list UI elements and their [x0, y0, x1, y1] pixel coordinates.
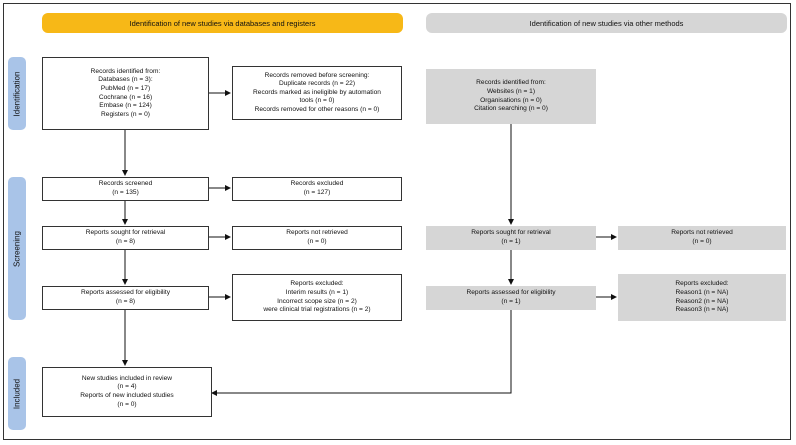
other-assessed-line: Reports assessed for eligibility: [466, 289, 556, 297]
other-reports-not-retrieved-box: Reports not retrieved (n = 0): [618, 226, 786, 250]
other-identified-line: Websites (n = 1): [486, 87, 536, 95]
removed-line: Duplicate records (n = 22): [278, 80, 356, 88]
records-removed-box: Records removed before screening: Duplic…: [232, 66, 402, 120]
removed-line: Records removed for other reasons (n = 0…: [254, 105, 380, 113]
other-records-identified-box: Records identified from: Websites (n = 1…: [426, 69, 596, 124]
other-reports-excluded-line: Reports excluded:: [675, 280, 729, 288]
other-assessed-line: (n = 1): [501, 298, 521, 305]
removed-line: Records marked as ineligible by automati…: [253, 88, 381, 96]
db-not-retrieved-line: (n = 0): [307, 238, 327, 245]
studies-included-box: New studies included in review (n = 4) R…: [42, 367, 212, 417]
db-identified-line: Cochrane (n = 16): [98, 93, 153, 101]
db-reports-assessed-box: Reports assessed for eligibility (n = 8): [42, 286, 209, 310]
db-identified-line: Records identified from:: [90, 67, 161, 75]
records-excluded-box: Records excluded (n = 127): [232, 177, 402, 201]
other-reports-assessed-box: Reports assessed for eligibility (n = 1): [426, 286, 596, 310]
other-sought-line: (n = 1): [501, 238, 521, 245]
db-assessed-line: (n = 8): [115, 298, 136, 305]
header-other-methods: Identification of new studies via other …: [426, 13, 787, 33]
db-reports-sought-box: Reports sought for retrieval (n = 8): [42, 226, 209, 250]
other-identified-line: Citation searching (n = 0): [474, 105, 548, 113]
db-identified-line: Databases (n = 3):: [98, 76, 153, 84]
db-identified-line: PubMed (n = 17): [100, 84, 151, 92]
other-identified-line: Records identified from:: [476, 79, 546, 87]
excluded-line: Records excluded: [290, 180, 344, 188]
header-databases: Identification of new studies via databa…: [42, 13, 403, 33]
diagram-frame: [3, 3, 791, 440]
other-not-retrieved-line: Reports not retrieved: [671, 229, 733, 237]
other-reports-excluded-line: Reason2 (n = NA): [675, 297, 729, 305]
included-line: (n = 4): [117, 383, 137, 391]
removed-line: tools (n = 0): [299, 97, 335, 105]
db-identified-line: Embase (n = 124): [99, 102, 152, 110]
phase-identification: Identification: [8, 57, 26, 130]
screened-line: Records screened: [98, 180, 153, 188]
included-line: (n = 0): [117, 400, 137, 408]
removed-line: Records removed before screening:: [264, 71, 370, 79]
db-assessed-line: Reports assessed for eligibility: [80, 289, 171, 297]
db-identified-line: Registers (n = 0): [101, 110, 150, 118]
db-reports-excluded-line: were clinical trial registrations (n = 2…: [263, 306, 371, 314]
db-records-identified-box: Records identified from: Databases (n = …: [42, 57, 209, 130]
records-screened-box: Records screened (n = 135): [42, 177, 209, 201]
db-sought-line: Reports sought for retrieval: [85, 229, 166, 237]
other-not-retrieved-line: (n = 0): [692, 238, 712, 245]
phase-screening: Screening: [8, 177, 26, 320]
db-reports-not-retrieved-box: Reports not retrieved (n = 0): [232, 226, 402, 250]
phase-included: Included: [8, 357, 26, 430]
other-reports-excluded-box: Reports excluded: Reason1 (n = NA) Reaso…: [618, 274, 786, 321]
included-line: New studies included in review: [81, 374, 173, 382]
db-sought-line: (n = 8): [115, 238, 136, 245]
db-reports-excluded-line: Interim results (n = 1): [285, 288, 349, 296]
db-reports-excluded-box: Reports excluded: Interim results (n = 1…: [232, 274, 402, 321]
excluded-line: (n = 127): [303, 189, 331, 196]
other-sought-line: Reports sought for retrieval: [471, 229, 551, 237]
db-reports-excluded-line: Incorrect scope size (n = 2): [277, 297, 357, 305]
other-reports-sought-box: Reports sought for retrieval (n = 1): [426, 226, 596, 250]
other-identified-line: Organisations (n = 0): [480, 96, 542, 104]
other-reports-excluded-line: Reason1 (n = NA): [675, 288, 729, 296]
db-reports-excluded-line: Reports excluded:: [290, 280, 344, 288]
db-not-retrieved-line: Reports not retrieved: [286, 229, 348, 237]
included-line: Reports of new included studies: [80, 392, 174, 399]
screened-line: (n = 135): [112, 189, 139, 196]
other-reports-excluded-line: Reason3 (n = NA): [675, 306, 729, 314]
